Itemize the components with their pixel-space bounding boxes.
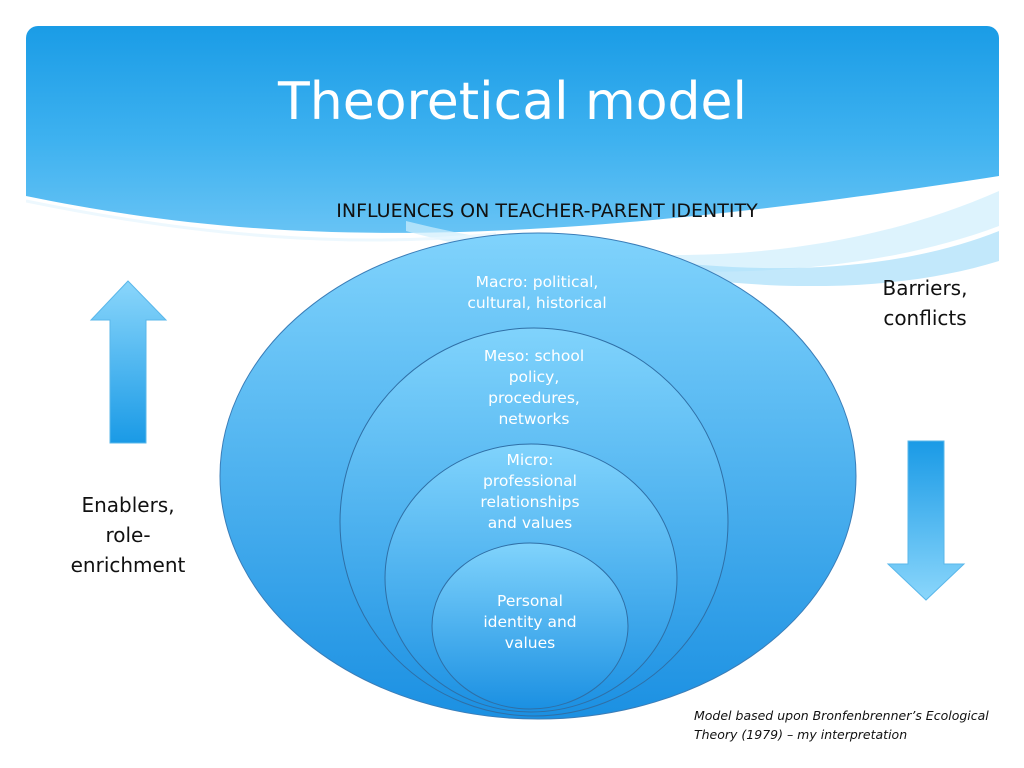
slide-title: Theoretical model — [278, 72, 747, 132]
meso-label: Meso: school policy, procedures, network… — [483, 347, 585, 428]
arrow-up-icon — [89, 280, 168, 444]
diagram-subtitle: INFLUENCES ON TEACHER-PARENT IDENTITY — [336, 200, 758, 222]
footnote-citation: Model based upon Bronfenbrenner’s Ecolog… — [694, 708, 989, 742]
enablers-label: Enablers, role-enrichment — [70, 493, 186, 577]
barriers-label: Barriers, conflicts — [882, 276, 968, 330]
macro-label: Macro: political, cultural, historical — [467, 273, 607, 312]
micro-label: Micro: professional relationships and va… — [480, 451, 580, 532]
personal-ring — [431, 542, 629, 710]
arrow-down-icon — [886, 440, 966, 601]
personal-label: Personal identity and values — [483, 592, 577, 652]
